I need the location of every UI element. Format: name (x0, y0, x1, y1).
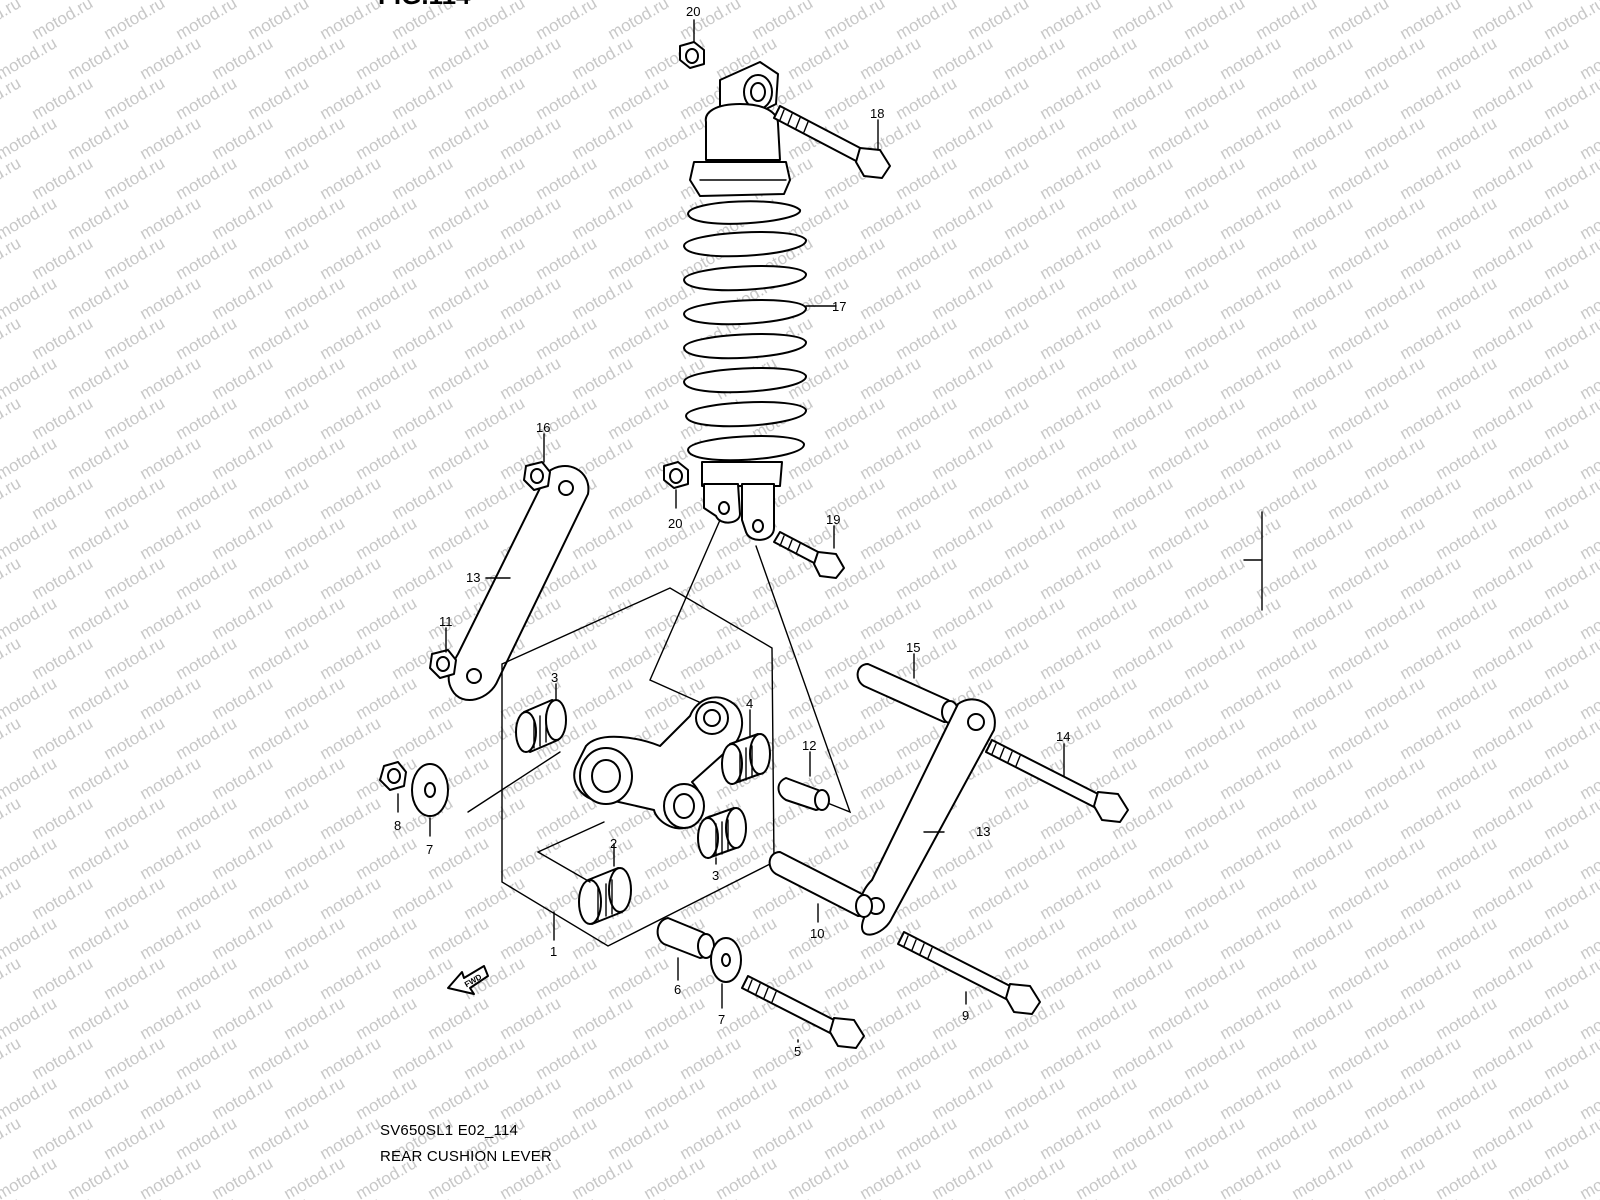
callout-16: 16 (536, 420, 550, 435)
bearing-3-lower[interactable] (697, 807, 747, 859)
callout-1: 1 (550, 944, 557, 959)
cushion-rod-13-right[interactable] (859, 698, 996, 936)
spacer-10[interactable] (768, 851, 873, 918)
callout-13-right: 13 (976, 824, 990, 839)
callout-14: 14 (1056, 729, 1070, 744)
figure-code: SV650SL1 E02_114 (380, 1122, 519, 1139)
washer-7-right[interactable] (710, 937, 742, 983)
nut-8[interactable] (379, 761, 407, 791)
nut-20-upper[interactable] (679, 41, 705, 69)
callout-17: 17 (832, 299, 846, 314)
callout-5: 5 (794, 1044, 801, 1059)
bearing-2[interactable] (578, 867, 632, 925)
bolt-5[interactable] (741, 975, 865, 1049)
rear-shock-absorber[interactable] (683, 61, 807, 541)
bearing-3-upper[interactable] (515, 699, 567, 753)
callout-12: 12 (802, 738, 816, 753)
callout-4: 4 (746, 696, 753, 711)
callout-13-left: 13 (466, 570, 480, 585)
callout-7-left: 7 (426, 842, 433, 857)
bolt-9[interactable] (897, 931, 1041, 1015)
bolt-14[interactable] (985, 739, 1129, 823)
callout-15: 15 (906, 640, 920, 655)
page-mark (1243, 511, 1263, 611)
spacer-15[interactable] (856, 663, 959, 724)
nut-16[interactable] (523, 461, 551, 491)
figure-title: FIG.114 (378, 0, 471, 10)
callout-2: 2 (610, 836, 617, 851)
callout-20-lower: 20 (668, 516, 682, 531)
callout-8: 8 (394, 818, 401, 833)
callout-19: 19 (826, 512, 840, 527)
forward-direction-arrow: FWD (447, 965, 489, 995)
callout-18: 18 (870, 106, 884, 121)
callout-3-lower: 3 (712, 868, 719, 883)
callout-11: 11 (439, 614, 453, 629)
cushion-lever-1[interactable] (573, 696, 744, 830)
callout-9: 9 (962, 1008, 969, 1023)
bolt-19[interactable] (773, 531, 845, 579)
callout-6: 6 (674, 982, 681, 997)
callout-7-right: 7 (718, 1012, 725, 1027)
callout-10: 10 (810, 926, 824, 941)
figure-name: REAR CUSHION LEVER (380, 1148, 552, 1165)
callout-3-upper: 3 (551, 670, 558, 685)
callout-20-upper: 20 (686, 4, 700, 19)
nut-11[interactable] (429, 649, 457, 679)
nut-20-lower[interactable] (663, 461, 689, 489)
bearing-4[interactable] (721, 733, 771, 785)
bolt-18[interactable] (773, 105, 891, 179)
callout-leaders (397, 19, 1065, 1043)
spacer-6[interactable] (656, 917, 715, 959)
washer-7-left[interactable] (411, 763, 449, 817)
spacer-12[interactable] (777, 777, 830, 811)
